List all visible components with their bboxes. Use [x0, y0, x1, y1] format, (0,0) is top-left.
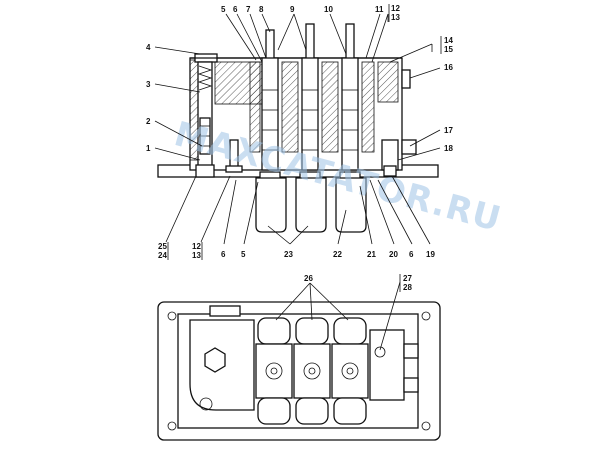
port-16 — [401, 69, 411, 89]
cap-top-3 — [333, 317, 367, 345]
cap-bottom-2 — [295, 397, 329, 425]
check-block-plan — [369, 329, 405, 401]
callout-27: 27 — [403, 274, 412, 283]
callout-22: 22 — [333, 250, 342, 259]
mount-hole-bl — [167, 421, 177, 431]
callout-9: 9 — [290, 5, 295, 14]
callout-6b: 6 — [221, 250, 226, 259]
spring-cap-1 — [255, 177, 287, 233]
callout-20: 20 — [389, 250, 398, 259]
hex-plug — [204, 347, 226, 373]
callout-6: 6 — [233, 5, 238, 14]
top-boss — [209, 305, 241, 317]
callout-25: 25 — [158, 242, 167, 251]
section-2 — [293, 343, 331, 399]
side-nut-2 — [403, 377, 419, 393]
cap-bottom-1 — [257, 397, 291, 425]
section-3-port — [341, 362, 359, 380]
callout-12b: 12 — [192, 242, 201, 251]
callout-14: 14 — [444, 36, 453, 45]
seal-block-2 — [281, 61, 299, 153]
leader-lines — [154, 13, 441, 351]
callout-24: 24 — [158, 251, 167, 260]
callout-1: 1 — [146, 144, 151, 153]
callout-18: 18 — [444, 144, 453, 153]
housing-hatch-right — [377, 61, 399, 103]
section-3 — [331, 343, 369, 399]
relief-valve — [195, 61, 215, 178]
callout-26: 26 — [304, 274, 313, 283]
callout-28: 28 — [403, 283, 412, 292]
mount-hole-tl — [167, 311, 177, 321]
section-view — [157, 23, 439, 233]
check-port — [374, 346, 386, 358]
seal-block-3 — [321, 61, 339, 153]
callout-17: 17 — [444, 126, 453, 135]
callout-5: 5 — [221, 5, 226, 14]
check-valve-18 — [381, 139, 399, 177]
cap-top-1 — [257, 317, 291, 345]
callout-15: 15 — [444, 45, 453, 54]
seal-block-4 — [361, 61, 375, 153]
callout-7: 7 — [246, 5, 251, 14]
callout-3: 3 — [146, 80, 151, 89]
callout-11: 11 — [375, 5, 384, 14]
cap-top-2 — [295, 317, 329, 345]
callout-4: 4 — [146, 43, 151, 52]
bolt-12 — [225, 139, 243, 173]
mount-hole-tr — [421, 311, 431, 321]
callout-10: 10 — [324, 5, 333, 14]
callout-2: 2 — [146, 117, 151, 126]
callout-16: 16 — [444, 63, 453, 72]
callout-19: 19 — [426, 250, 435, 259]
spring-cap-2 — [295, 177, 327, 233]
callout-13b: 13 — [192, 251, 201, 260]
section-2-port-inner — [308, 367, 316, 375]
callout-13: 13 — [391, 13, 400, 22]
section-1-port-inner — [270, 367, 278, 375]
side-nut-1 — [403, 343, 419, 359]
plan-view — [157, 301, 441, 441]
section-1-port — [265, 362, 283, 380]
callout-8: 8 — [259, 5, 264, 14]
callout-12: 12 — [391, 4, 400, 13]
section-1 — [255, 343, 293, 399]
section-3-port-inner — [346, 367, 354, 375]
callout-23: 23 — [284, 250, 293, 259]
seal-block-1 — [249, 61, 261, 153]
section-2-port — [303, 362, 321, 380]
callout-labels: 5 6 7 8 9 10 11 12 13 4 3 2 1 14 15 16 1… — [146, 4, 453, 292]
callout-5b: 5 — [241, 250, 246, 259]
plug-circle — [199, 397, 213, 411]
spring-cap-3 — [335, 177, 367, 233]
cap-bottom-3 — [333, 397, 367, 425]
port-17 — [401, 139, 417, 155]
callout-6c: 6 — [409, 250, 414, 259]
callout-21: 21 — [367, 250, 376, 259]
mount-hole-br — [421, 421, 431, 431]
